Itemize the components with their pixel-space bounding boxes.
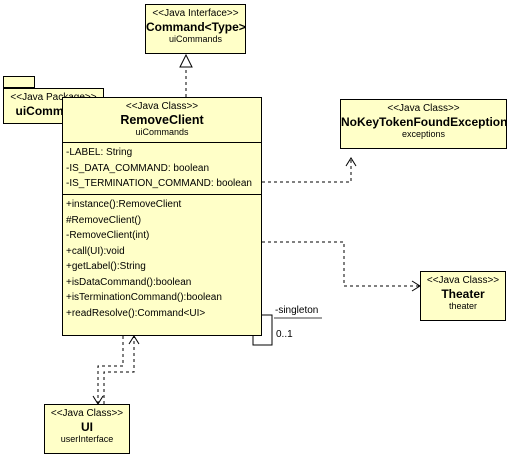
main-class-box[interactable]: <<Java Class>> RemoveClient uiCommands -… (62, 97, 262, 336)
interface-box[interactable]: <<Java Interface>> Command<Type> uiComma… (145, 4, 246, 54)
ui-stereotype: <<Java Class>> (50, 408, 124, 419)
dependency-to-ui-line (97, 336, 124, 404)
exception-class-box[interactable]: <<Java Class>> NoKeyTokenFoundException … (340, 99, 507, 149)
theater-class-box[interactable]: <<Java Class>> Theater theater (420, 271, 506, 321)
interface-stereotype: <<Java Interface>> (152, 8, 239, 19)
exception-package: exceptions (401, 129, 446, 139)
attribute: -IS_TERMINATION_COMMAND: boolean (66, 178, 252, 189)
dependency-exception-line (262, 158, 352, 183)
methods-section: +instance():RemoveClient #RemoveClient()… (63, 194, 261, 323)
attribute: -IS_DATA_COMMAND: boolean (66, 162, 210, 174)
method: +getLabel():String (66, 261, 146, 272)
ui-name: UI (81, 420, 93, 434)
realization-arrowhead (179, 53, 193, 68)
dependency-theater-line (262, 241, 420, 287)
method: -RemoveClient(int) (66, 230, 150, 241)
self-association-line (252, 314, 273, 346)
method: +isDataCommand():boolean (66, 276, 192, 288)
singleton-role-label: -singleton (275, 305, 319, 316)
exception-stereotype: <<Java Class>> (387, 103, 460, 114)
method: #RemoveClient() (66, 214, 142, 226)
ui-class-box[interactable]: <<Java Class>> UI userInterface (44, 404, 130, 454)
interface-package: uiCommands (168, 34, 223, 44)
singleton-multiplicity-label: 0..1 (276, 329, 293, 340)
interface-name: Command<Type> (146, 20, 246, 34)
main-class-header: <<Java Class>> RemoveClient uiCommands (63, 98, 261, 142)
dependency-exception-arrowhead (345, 157, 357, 167)
theater-name: Theater (441, 287, 485, 301)
package-tab-notch (3, 76, 35, 88)
theater-package: theater (448, 301, 478, 311)
dependency-from-ui-arrowhead (128, 335, 140, 345)
main-class-name: RemoveClient (120, 113, 204, 127)
package-stereotype: <<Java Package>> (10, 92, 97, 103)
method: +instance():RemoveClient (66, 199, 182, 210)
attribute: -LABEL: String (66, 147, 133, 158)
dependency-from-ui-line (103, 336, 135, 404)
main-class-package: uiCommands (135, 127, 189, 137)
method: +call(UI):void (66, 245, 125, 257)
method: +isTerminationCommand():boolean (66, 292, 222, 303)
method: +readResolve():Command<UI> (66, 307, 206, 319)
main-class-stereotype: <<Java Class>> (125, 101, 199, 112)
attributes-section: -LABEL: String -IS_DATA_COMMAND: boolean… (63, 142, 261, 194)
exception-name: NoKeyTokenFoundException (341, 115, 508, 129)
theater-stereotype: <<Java Class>> (426, 275, 500, 286)
ui-package: userInterface (60, 434, 114, 444)
